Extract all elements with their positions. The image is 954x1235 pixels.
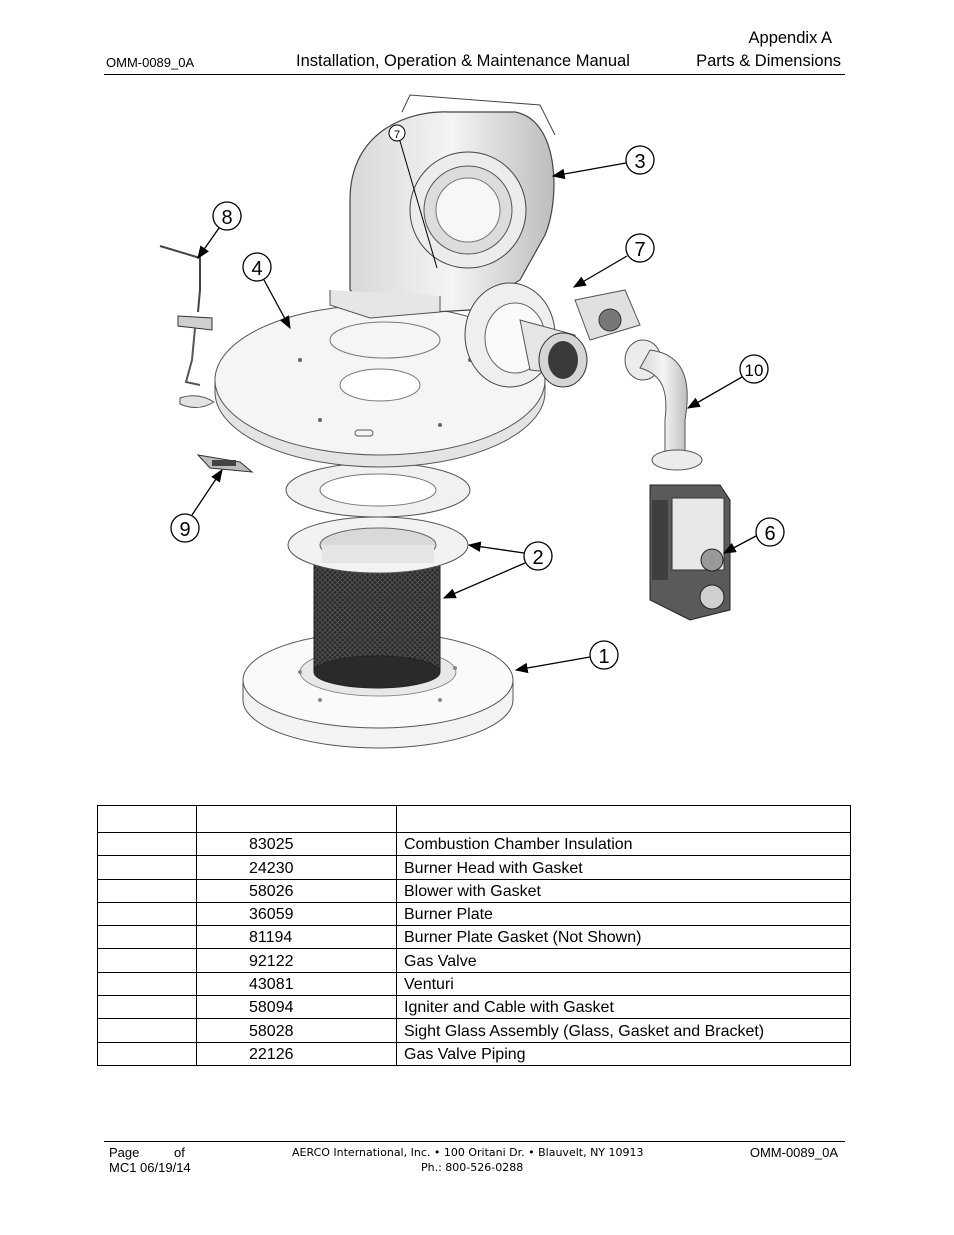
header-doc-number: OMM-0089_0A xyxy=(106,55,195,70)
blower xyxy=(329,94,556,319)
callout-1: 1 xyxy=(514,640,619,674)
header-appendix: Appendix A xyxy=(748,29,832,47)
description-cell: Sight Glass Assembly (Glass, Gasket and … xyxy=(396,1018,851,1043)
description-cell: Venturi xyxy=(396,971,851,997)
svg-text:3: 3 xyxy=(634,151,645,173)
footer-of-label: of xyxy=(174,1145,185,1160)
description-cell: Burner Head with Gasket xyxy=(396,855,851,880)
footer-company-line: AERCO International, Inc. • 100 Oritani … xyxy=(292,1146,644,1159)
part-number-cell: 43081 xyxy=(196,971,397,997)
table-row: 81194 Burner Plate Gasket (Not Shown) xyxy=(97,925,851,950)
part-number-cell: 24230 xyxy=(196,855,397,880)
callout-10: 10 xyxy=(686,354,769,409)
callout-8: 8 xyxy=(197,201,242,260)
description-cell: Burner Plate xyxy=(396,901,851,927)
exploded-parts-diagram: 3 7 8 4 7 10 9 6 2 xyxy=(159,94,785,749)
part-number-cell: 81194 xyxy=(196,925,397,950)
callout-6: 6 xyxy=(722,517,785,554)
svg-text:7: 7 xyxy=(394,129,400,141)
part-number-cell: 83025 xyxy=(196,831,397,857)
parts-table: 83025 Combustion Chamber Insulation 2423… xyxy=(97,805,851,1066)
description-cell: Gas Valve Piping xyxy=(396,1041,851,1066)
svg-text:1: 1 xyxy=(598,646,609,668)
table-row: 22126 Gas Valve Piping xyxy=(97,1041,851,1066)
description-cell: Blower with Gasket xyxy=(396,878,851,903)
item-cell xyxy=(97,971,197,997)
header-section: Parts & Dimensions xyxy=(696,52,841,70)
header-title: Installation, Operation & Maintenance Ma… xyxy=(296,52,630,70)
part-number-cell: 92122 xyxy=(196,948,397,973)
svg-text:7: 7 xyxy=(634,239,645,261)
table-row: 92122 Gas Valve xyxy=(97,948,851,973)
description-cell: Combustion Chamber Insulation xyxy=(396,831,851,857)
svg-text:2: 2 xyxy=(532,547,543,569)
callout-4: 4 xyxy=(242,252,291,330)
svg-text:10: 10 xyxy=(745,361,764,380)
svg-text:8: 8 xyxy=(221,207,232,229)
table-row: 43081 Venturi xyxy=(97,971,851,997)
footer-doc-number: OMM-0089_0A xyxy=(749,1145,838,1160)
description-cell: Gas Valve xyxy=(396,948,851,973)
callout-3: 3 xyxy=(551,145,655,180)
item-cell xyxy=(97,995,197,1020)
footer-rule xyxy=(104,1141,845,1142)
part-number-cell: 58094 xyxy=(196,995,397,1020)
footer-phone: Ph.: 800-526-0288 xyxy=(421,1161,524,1174)
venturi xyxy=(464,282,641,388)
part-number-cell: 22126 xyxy=(196,1041,397,1066)
item-cell xyxy=(97,855,197,880)
footer-page-label: Page xyxy=(109,1145,140,1160)
burner-plate xyxy=(214,304,546,468)
table-row: 36059 Burner Plate xyxy=(97,901,851,927)
burner-plate-gasket-ring xyxy=(285,462,471,518)
item-cell xyxy=(97,878,197,903)
header-cell-description xyxy=(396,805,851,833)
table-row: 83025 Combustion Chamber Insulation xyxy=(97,831,851,857)
callout-2: 2 xyxy=(442,541,553,599)
item-cell xyxy=(97,1041,197,1066)
svg-text:4: 4 xyxy=(251,258,262,280)
svg-text:9: 9 xyxy=(179,519,190,541)
gas-valve-piping xyxy=(624,339,703,471)
item-cell xyxy=(97,925,197,950)
table-header-row xyxy=(97,805,851,833)
igniter xyxy=(159,245,215,408)
header-cell-part xyxy=(196,805,397,833)
callout-7-small: 7 xyxy=(388,124,438,269)
svg-text:6: 6 xyxy=(764,523,775,545)
part-number-cell: 58028 xyxy=(196,1018,397,1043)
table-row: 24230 Burner Head with Gasket xyxy=(97,855,851,880)
callout-7: 7 xyxy=(572,233,655,288)
table-row: 58094 Igniter and Cable with Gasket xyxy=(97,995,851,1020)
item-cell xyxy=(97,1018,197,1043)
table-row: 58028 Sight Glass Assembly (Glass, Gaske… xyxy=(97,1018,851,1043)
footer-revision: MC1 06/19/14 xyxy=(109,1160,191,1175)
description-cell: Burner Plate Gasket (Not Shown) xyxy=(396,925,851,950)
table-row: 58026 Blower with Gasket xyxy=(97,878,851,903)
part-number-cell: 58026 xyxy=(196,878,397,903)
description-cell: Igniter and Cable with Gasket xyxy=(396,995,851,1020)
part-number-cell: 36059 xyxy=(196,901,397,927)
burner-head xyxy=(287,516,469,689)
item-cell xyxy=(97,948,197,973)
header-cell-item xyxy=(97,805,197,833)
item-cell xyxy=(97,901,197,927)
callout-9: 9 xyxy=(170,468,223,543)
item-cell xyxy=(97,831,197,857)
sight-glass xyxy=(196,454,254,473)
header-rule xyxy=(104,74,845,75)
gas-valve xyxy=(649,484,731,621)
